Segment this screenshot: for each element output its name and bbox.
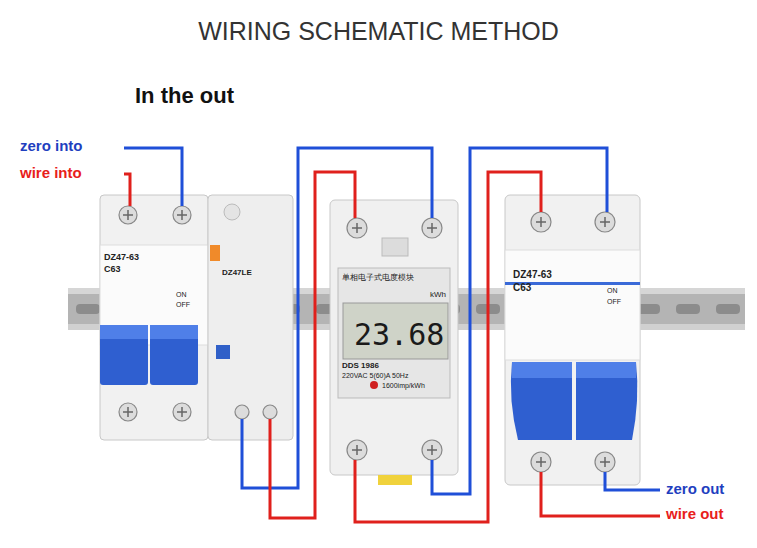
breaker-handle	[100, 325, 148, 385]
wire-label: zero out	[666, 481, 724, 498]
breaker-module: DZ47-63C63 ON OFF	[505, 195, 640, 485]
input-wire	[124, 148, 182, 206]
device-print: ON	[176, 291, 187, 299]
breaker-handle	[511, 362, 572, 440]
device-print: 1600imp/kWh	[382, 382, 425, 390]
page-title: WIRING SCHEMATIC METHOD	[0, 18, 757, 46]
device-print: kWh	[430, 291, 446, 300]
device-print: 220VAC 5(60)A 50Hz	[342, 372, 408, 380]
breaker-body	[100, 195, 208, 440]
leakage-module	[208, 195, 293, 440]
device-print: DZ47LE	[222, 269, 252, 278]
wire	[355, 172, 541, 522]
wire-label: zero into	[20, 138, 83, 155]
device-print: DZ47-63	[104, 253, 139, 263]
lcd-screen	[343, 303, 448, 359]
meter-body	[330, 200, 458, 475]
output-wire	[605, 472, 660, 490]
device-print: 单相电子式电度模块	[342, 274, 414, 283]
device-print: C63	[513, 282, 531, 293]
terminal-screw	[119, 206, 615, 472]
device-print: C63	[104, 265, 121, 275]
subtitle: In the out	[135, 84, 234, 108]
breaker-body	[505, 195, 640, 485]
wire-label: wire into	[20, 165, 82, 182]
lcd-reading: 23.68	[354, 318, 444, 351]
device-print: OFF	[176, 301, 190, 309]
breaker-module: DZ47-63C63ON OFF	[100, 195, 208, 440]
wire-label: wire out	[666, 506, 724, 523]
device-print: OFF	[607, 298, 621, 306]
energy-meter: 单相电子式电度模块 kWh 23.68DDS 1986220VAC 5(60)A 5…	[330, 200, 458, 475]
device-print: ON	[607, 287, 618, 295]
output-wire	[541, 472, 660, 516]
wire	[270, 172, 355, 518]
device-print: DZ47-63	[513, 269, 552, 280]
leakage-module: DZ47LE	[208, 195, 293, 440]
wire	[432, 148, 607, 494]
device-print: DDS 1986	[342, 362, 379, 371]
input-wire	[124, 174, 130, 206]
